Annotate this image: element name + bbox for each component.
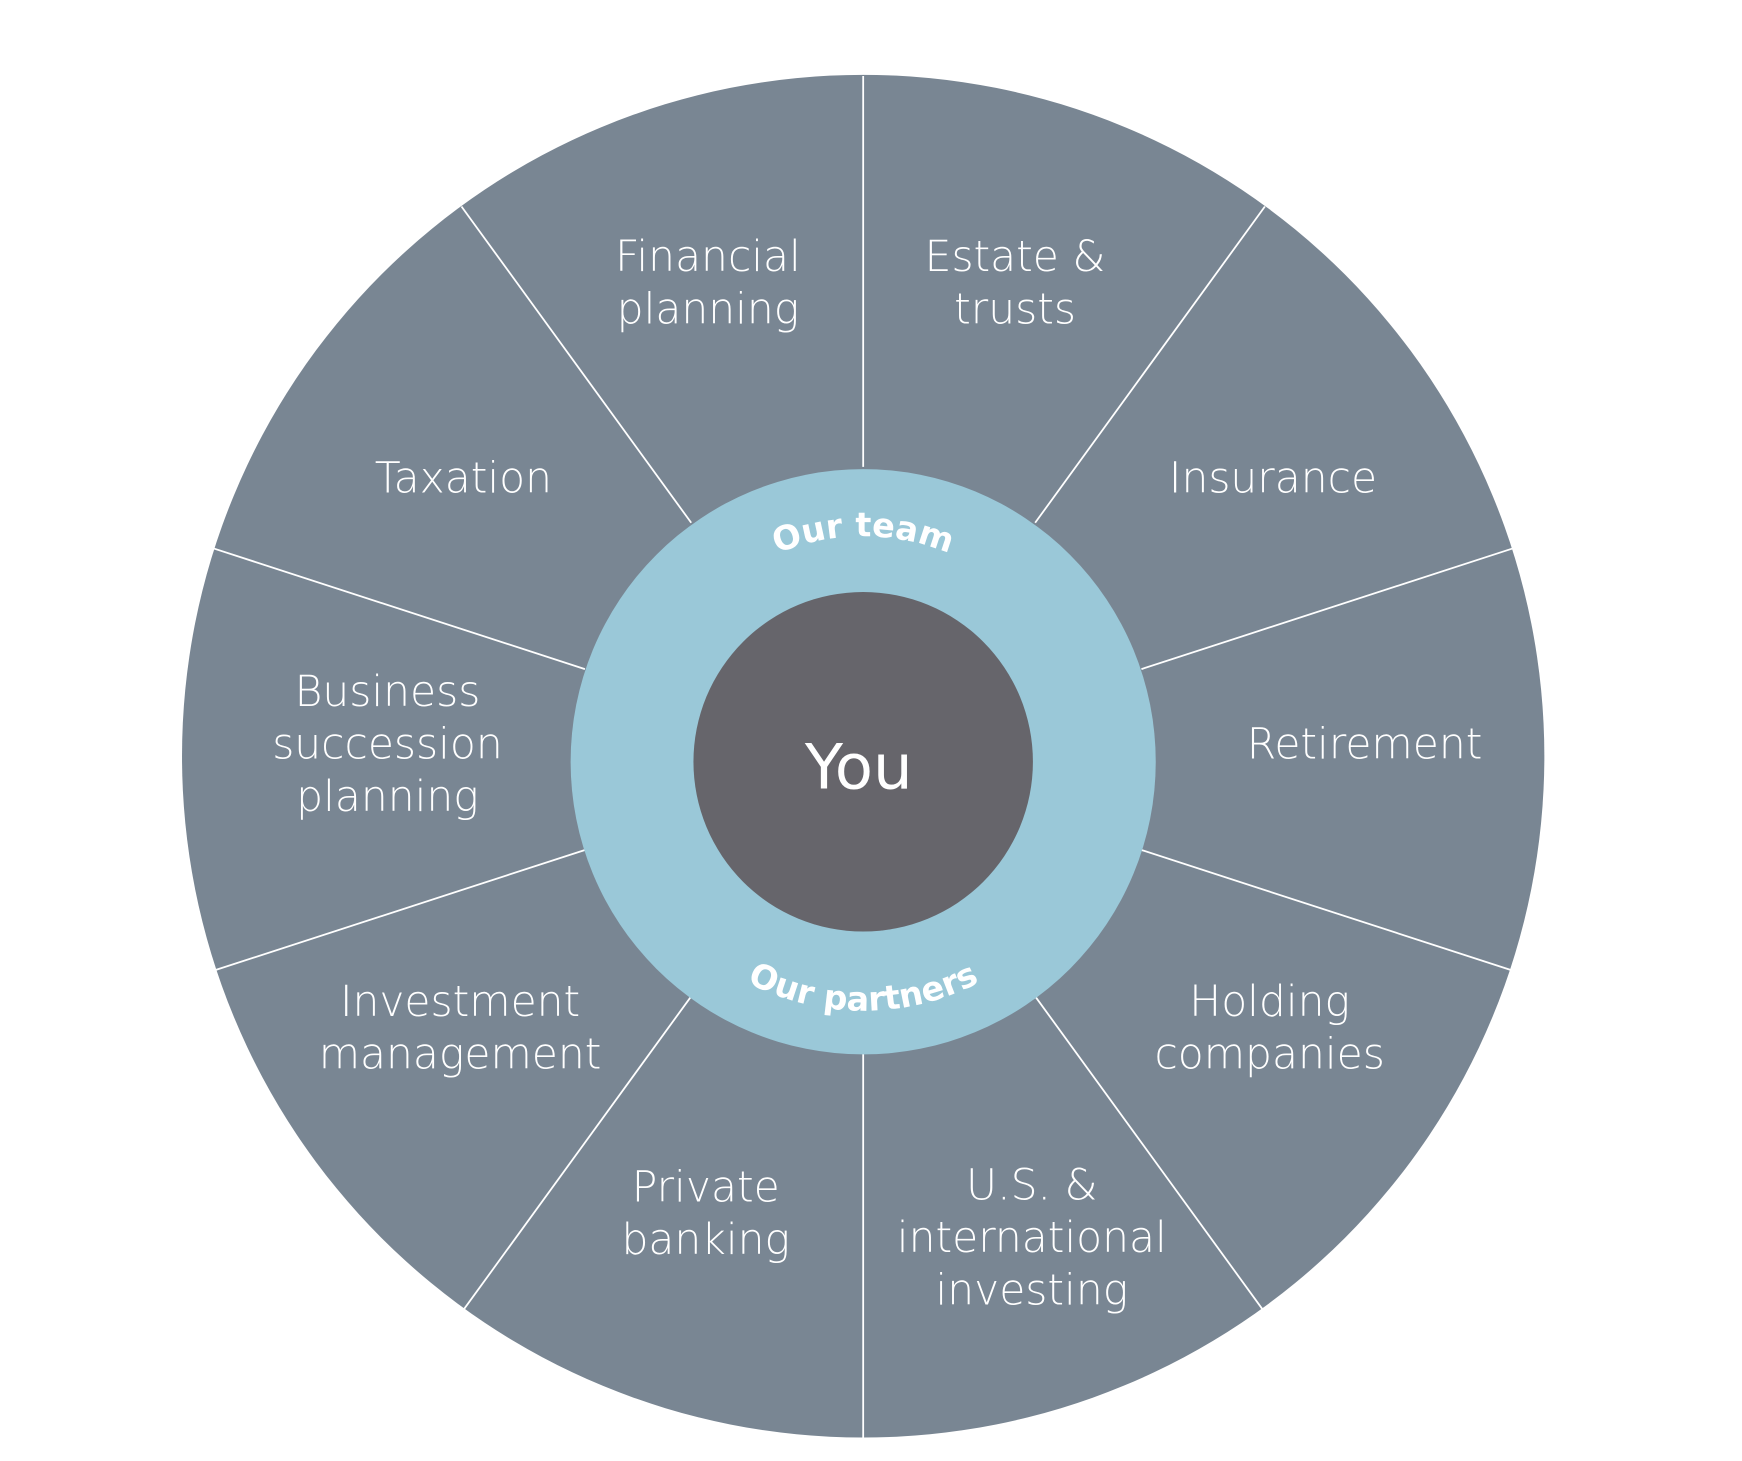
segment-divider — [460, 995, 692, 1314]
segment-label-line: international — [897, 1214, 1167, 1263]
segment-label-line: planning — [617, 285, 800, 334]
segment-label: Retirement — [1247, 720, 1483, 769]
segment-divider — [1141, 849, 1514, 972]
segment-label-line: Investment — [340, 978, 580, 1027]
segment-label-line: investing — [935, 1267, 1128, 1316]
segment-divider — [460, 205, 692, 524]
segment-label-line: succession — [272, 720, 503, 769]
segment-label-line: Business — [295, 668, 481, 717]
segment-label: Taxation — [375, 455, 552, 504]
segment-divider — [1034, 995, 1266, 1314]
segment-label-line: trusts — [954, 285, 1076, 334]
segment-divider — [212, 547, 586, 670]
segment-label-line: Holding — [1189, 978, 1350, 1027]
segment-label-line: banking — [621, 1216, 789, 1265]
segment-dividers — [212, 75, 1514, 1444]
segment-label-line: planning — [296, 773, 479, 822]
segment-label-line: management — [319, 1030, 602, 1079]
segment-label-line: Taxation — [375, 455, 552, 504]
you-label: You — [804, 731, 913, 804]
segment-label-line: companies — [1154, 1030, 1384, 1079]
segment-divider — [1034, 205, 1266, 524]
segment-divider — [1141, 547, 1514, 670]
segment-label-line: U.S. & — [966, 1162, 1097, 1211]
segment-label-line: Retirement — [1247, 720, 1483, 769]
segment-label: Insurance — [1169, 455, 1377, 504]
segment-label-line: Insurance — [1169, 455, 1377, 504]
segment-label-line: Private — [632, 1163, 780, 1212]
segment-divider — [212, 849, 586, 972]
segment-label-line: Financial — [615, 233, 801, 282]
segment-label: Estate &trusts — [925, 233, 1106, 335]
segment-label-line: Estate & — [925, 233, 1106, 282]
you-center-circle — [693, 591, 1033, 932]
